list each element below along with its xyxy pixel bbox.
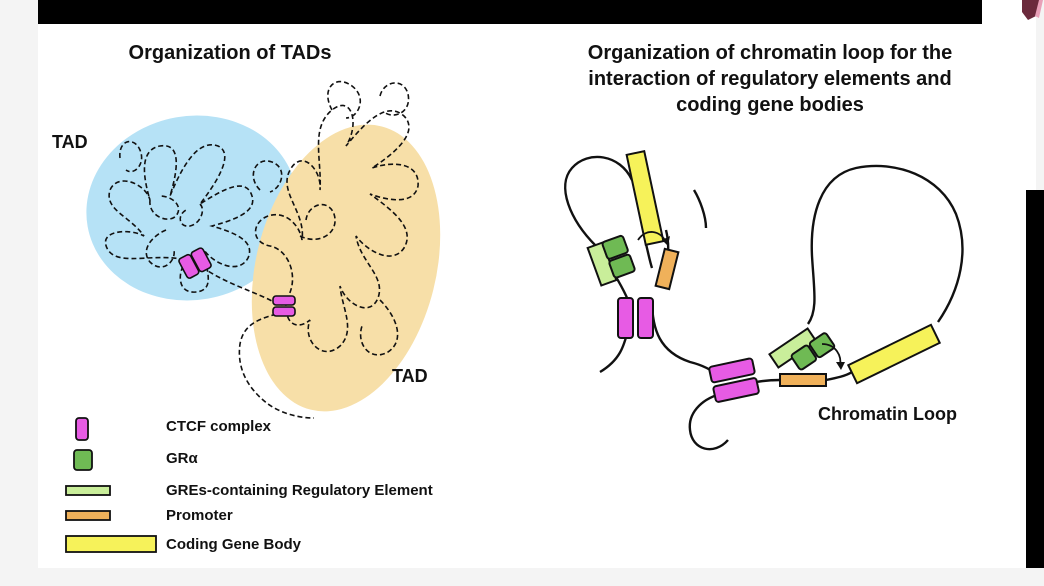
legend-label-gre: GREs-containing Regulatory Element (166, 482, 433, 499)
tad-chromatin-left (104, 140, 254, 293)
legend-swatch-gre (65, 485, 111, 496)
tad-ctcf-complex-1 (178, 247, 212, 279)
right-black-strip (1026, 190, 1044, 568)
legend-label-ctcf: CTCF complex (166, 418, 272, 435)
legend-swatch-gr (73, 449, 93, 471)
right-panel-title-line-1: Organization of chromatin loop for the (587, 42, 953, 64)
tad-label-right: TAD (392, 366, 428, 386)
tad-region-blue (86, 115, 298, 301)
legend-label-gene-body: Coding Gene Body (166, 536, 301, 553)
tad-chromatin-right (252, 80, 419, 356)
loop-gene-body-1 (625, 149, 665, 247)
legend-swatch-gene-body (65, 535, 157, 553)
tad-ctcf-complex-2 (272, 295, 296, 317)
loop-promoter-1 (654, 247, 680, 291)
right-panel-title-line-3: coding gene bodies (676, 94, 864, 116)
corner-logo-icon (1022, 0, 1043, 20)
loop-gr-alpha-1 (601, 234, 636, 279)
legend-swatch-promoter (65, 510, 111, 521)
legend-swatch-ctcf (75, 417, 89, 441)
tad-label-left: TAD (52, 132, 88, 152)
loop-gene-body-2 (846, 323, 942, 385)
loop-promoter-2 (779, 373, 827, 387)
right-panel-title-line-2: interaction of regulatory elements and (588, 68, 952, 90)
left-panel-title: Organization of TADs (128, 42, 332, 64)
chromatin-loop-label: Chromatin Loop (818, 404, 957, 424)
legend-label-gr: GRα (166, 450, 198, 467)
loop-ctcf-complex-1 (617, 297, 654, 339)
loop-ctcf-complex-2 (708, 357, 760, 403)
legend-label-promoter: Promoter (166, 507, 233, 524)
top-black-bar (38, 0, 982, 24)
loop-gr-alpha-2 (790, 332, 836, 371)
tad-region-yellow (251, 124, 441, 412)
